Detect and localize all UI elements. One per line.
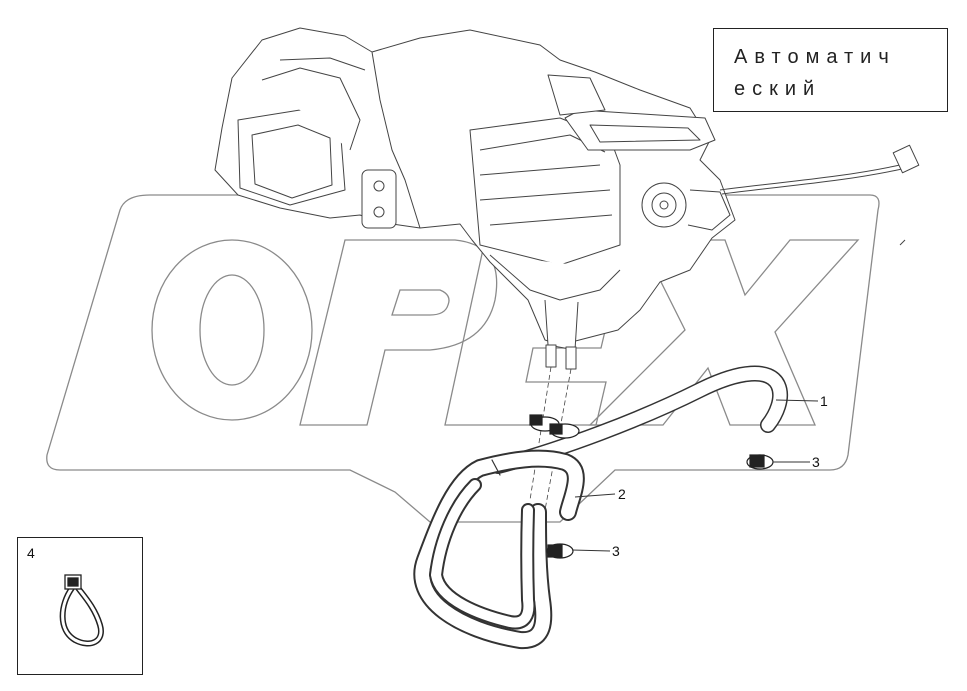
watermark-letter-p xyxy=(299,239,498,426)
callout-3-lower: 3 xyxy=(612,543,620,559)
hose-2 xyxy=(413,449,585,650)
inset-label: 4 xyxy=(27,545,35,561)
clamp-lower xyxy=(546,543,574,559)
watermark-letter-o xyxy=(151,239,313,421)
inset-clamp-drawing xyxy=(59,574,104,647)
hvac-unit xyxy=(214,27,920,370)
title-text: Автоматич еский xyxy=(734,41,944,105)
watermark-letter-x xyxy=(588,239,860,426)
clamp-top-right xyxy=(549,423,580,439)
watermark-outline xyxy=(46,194,880,523)
callout-2: 2 xyxy=(618,486,626,502)
clamp-right xyxy=(746,454,774,470)
title-box: Автоматич еский xyxy=(713,28,948,112)
inset-box: 4 xyxy=(17,537,143,675)
title-line-1: Автоматич xyxy=(734,46,896,68)
callout-1: 1 xyxy=(820,393,828,409)
assembly-lines xyxy=(529,366,572,511)
callout-3-upper: 3 xyxy=(812,454,820,470)
title-line-2: еский xyxy=(734,78,822,100)
leader-lines xyxy=(571,399,819,552)
hose-1 xyxy=(490,365,789,474)
